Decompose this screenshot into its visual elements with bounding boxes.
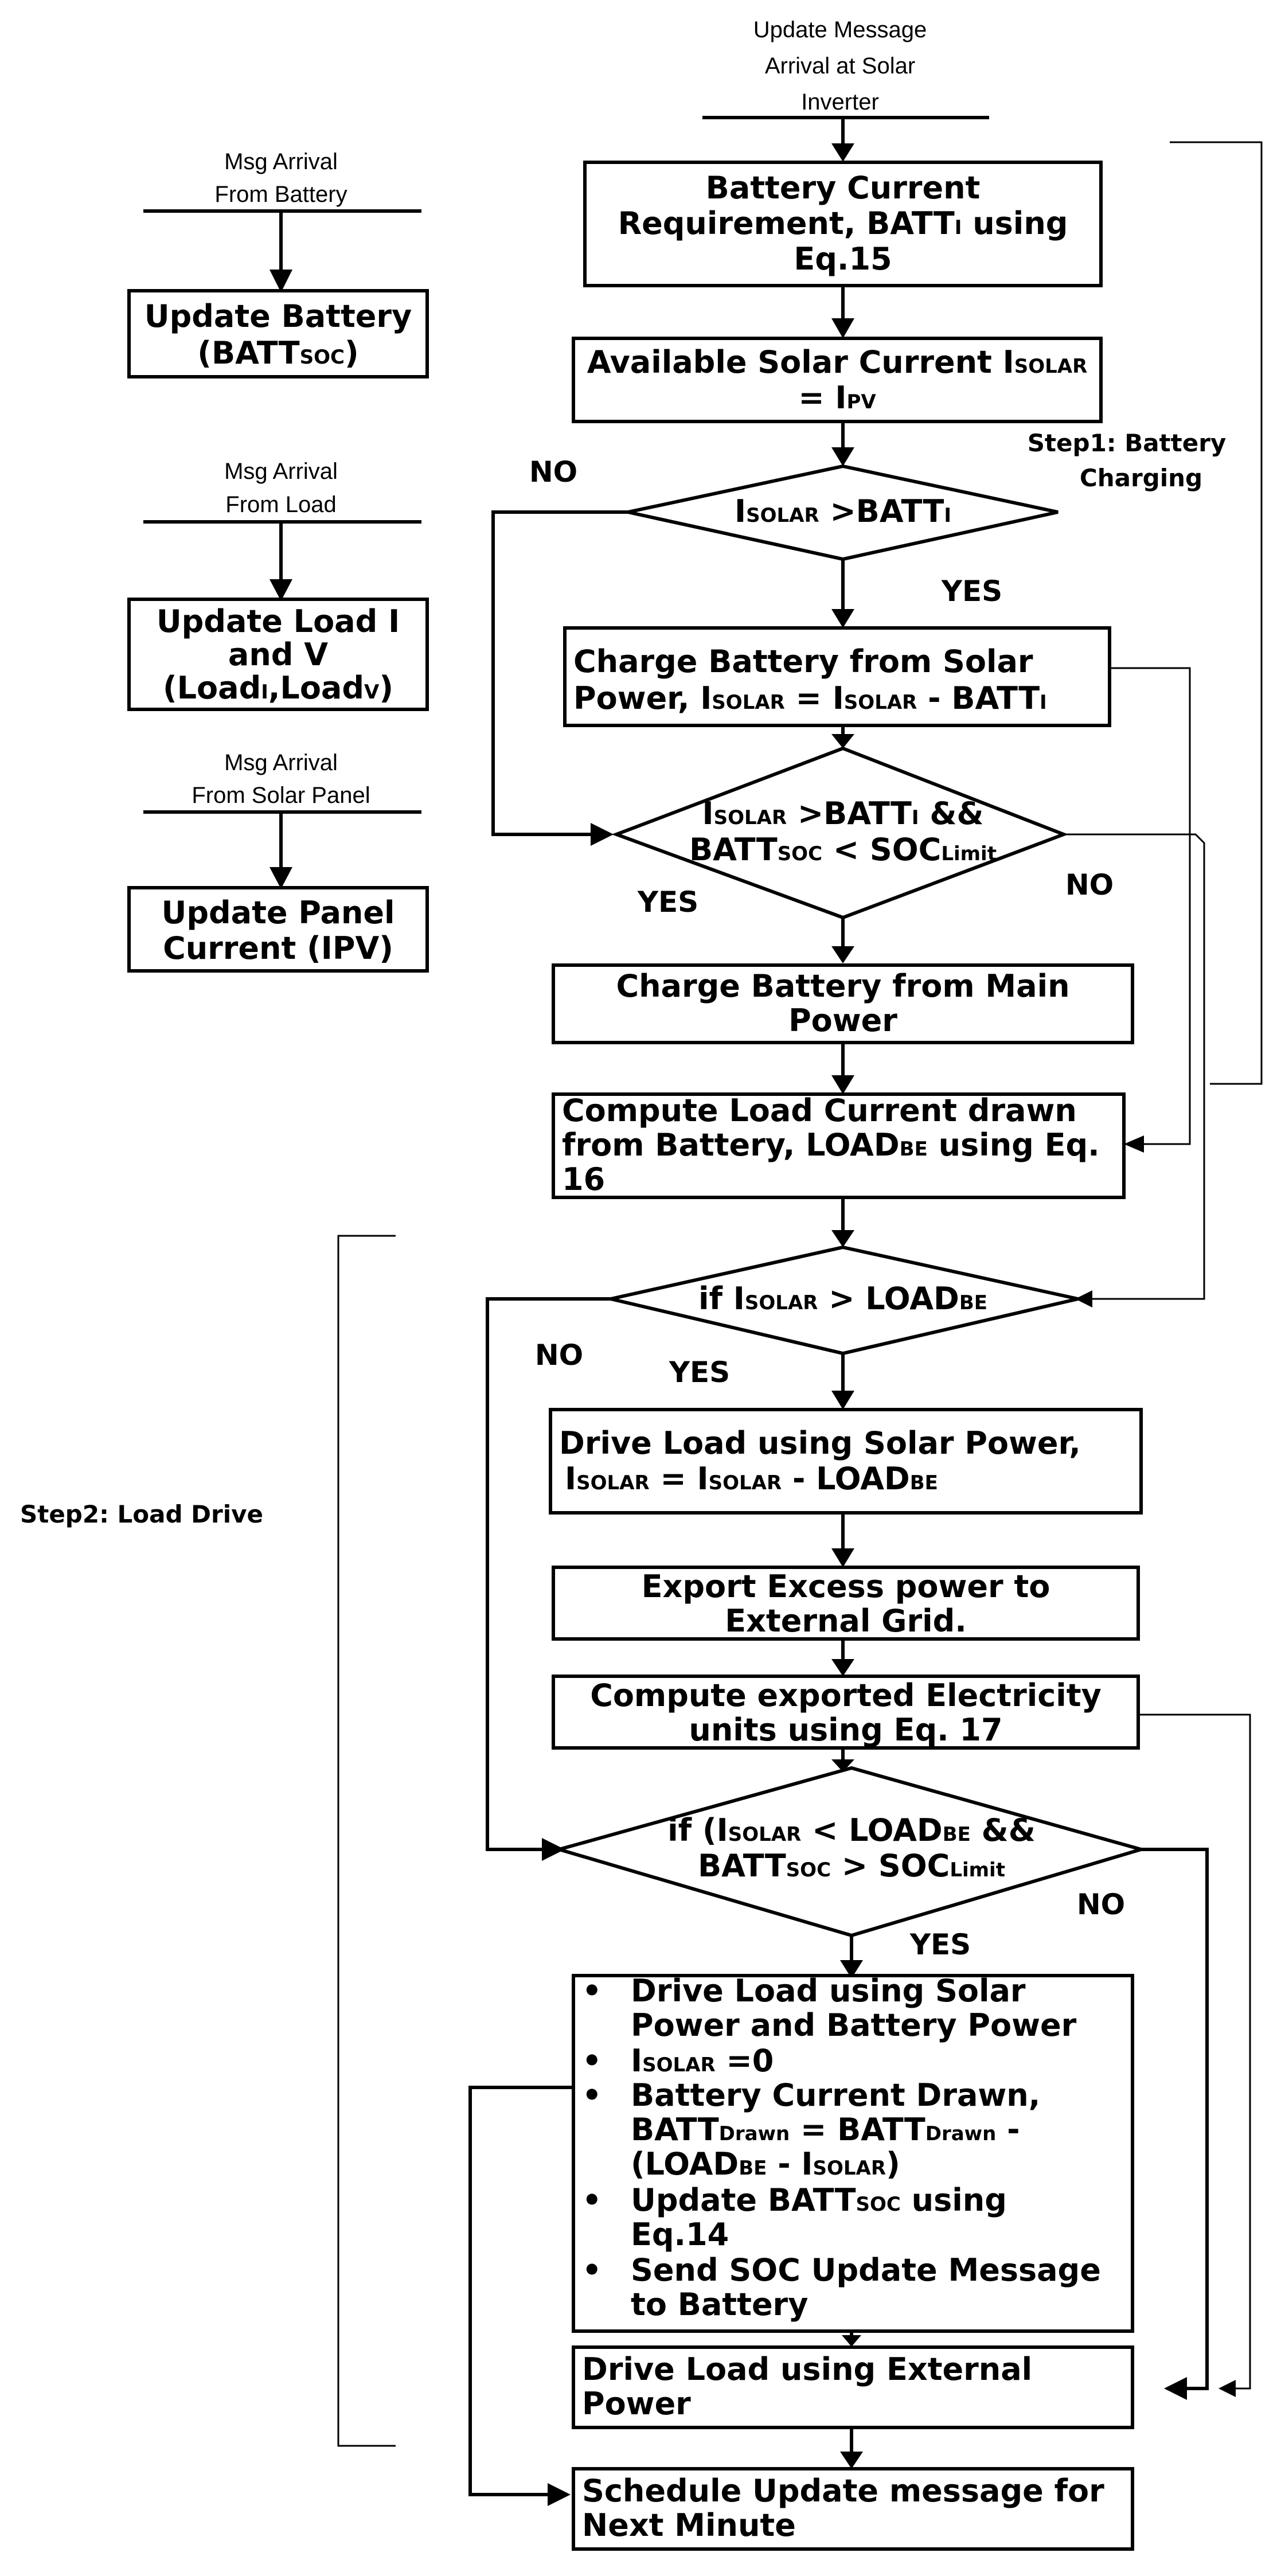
yes-label: YES — [669, 1356, 730, 1389]
decision-solar-gt-batt: ISOLAR >BATTI — [627, 464, 1059, 561]
step2-bracket — [337, 1235, 396, 2447]
yes-label: YES — [637, 885, 698, 919]
charge-battery-main-box: Charge Battery from Main Power — [552, 963, 1134, 1044]
svg-text:(BATTSOC): (BATTSOC) — [197, 335, 358, 371]
charge-battery-solar-box: Charge Battery from Solar Power, ISOLAR … — [563, 626, 1111, 727]
svg-text:= IPV: = IPV — [798, 380, 876, 416]
svg-text:ISOLAR >BATTI: ISOLAR >BATTI — [735, 493, 951, 529]
update-load-box: Update Load I and V (LoadI,LoadV) — [127, 598, 429, 711]
svg-text:(LOADBE - ISOLAR): (LOADBE - ISOLAR) — [631, 2146, 900, 2182]
decision-solar-gt-batt-and-soc: ISOLAR >BATTI && BATTSOC < SOCLimit — [611, 746, 1069, 920]
svg-text:Charge Battery from Main: Charge Battery from Main — [616, 968, 1069, 1004]
svg-text:BATTSOC < SOCLimit: BATTSOC < SOCLimit — [689, 832, 997, 868]
decision-solar-lt-load-and-soc: if (ISOLAR < LOADBE && BATTSOC > SOCLimi… — [553, 1766, 1147, 1938]
drive-load-external-box: Drive Load using External Power — [572, 2345, 1134, 2429]
svg-text:(LoadI,LoadV): (LoadI,LoadV) — [163, 670, 393, 706]
svg-text:Charge Battery from Solar: Charge Battery from Solar — [573, 643, 1033, 680]
svg-text:Compute Load Current drawn: Compute Load Current drawn — [562, 1092, 1077, 1129]
svg-text:•: • — [582, 1973, 602, 2009]
compute-load-current-box: Compute Load Current drawn from Battery,… — [552, 1092, 1126, 1199]
svg-text:Eq.14: Eq.14 — [631, 2216, 729, 2253]
svg-text:BATTSOC > SOCLimit: BATTSOC > SOCLimit — [698, 1848, 1005, 1884]
svg-text:Eq.15: Eq.15 — [794, 241, 892, 277]
svg-text:From Battery: From Battery — [214, 182, 347, 207]
svg-text:Power: Power — [788, 1002, 897, 1039]
svg-text:Power and Battery Power: Power and Battery Power — [631, 2007, 1077, 2043]
svg-text:From Load: From Load — [225, 492, 336, 517]
svg-text:Export Excess power to: Export Excess power to — [642, 1568, 1050, 1605]
available-solar-current-box: Available Solar Current ISOLAR = IPV — [572, 337, 1103, 423]
svg-text:Msg Arrival: Msg Arrival — [224, 459, 338, 484]
step1-label: Step1: Battery Charging — [1028, 429, 1227, 492]
no-label: NO — [529, 455, 577, 489]
svg-text:ISOLAR >BATTI &&: ISOLAR >BATTI && — [702, 795, 983, 832]
svg-text:Drive Load using Solar Power,: Drive Load using Solar Power, — [559, 1425, 1081, 1461]
drive-load-solar-battery-box: • Drive Load using Solar Power and Batte… — [572, 1973, 1134, 2333]
svg-text:Power: Power — [582, 2386, 691, 2422]
start-label: Update Message Arrival at Solar Inverter — [702, 17, 989, 119]
svg-text:16: 16 — [562, 1161, 605, 1197]
svg-text:Power, ISOLAR = ISOLAR - BATTI: Power, ISOLAR = ISOLAR - BATTI — [573, 680, 1047, 716]
svg-text:Drive Load using External: Drive Load using External — [582, 2351, 1032, 2387]
drive-load-solar-box: Drive Load using Solar Power, ISOLAR = I… — [549, 1408, 1143, 1515]
svg-text:Battery Current Drawn,: Battery Current Drawn, — [631, 2077, 1040, 2113]
step2-label: Step2: Load Drive — [20, 1500, 263, 1528]
no-label: NO — [1077, 1888, 1125, 1921]
svg-text:Inverter: Inverter — [801, 89, 879, 115]
svg-text:•: • — [582, 2182, 602, 2218]
svg-text:Update Panel: Update Panel — [162, 895, 395, 931]
decision-solar-gt-load: if ISOLAR > LOADBE — [610, 1245, 1079, 1356]
svg-text:Available Solar Current ISOLAR: Available Solar Current ISOLAR — [587, 344, 1088, 380]
svg-text:Step1: Battery: Step1: Battery — [1028, 429, 1227, 457]
svg-text:if ISOLAR > LOADBE: if ISOLAR > LOADBE — [698, 1281, 987, 1317]
svg-text:BATTDrawn = BATTDrawn -: BATTDrawn = BATTDrawn - — [631, 2111, 1020, 2148]
svg-text:From Solar Panel: From Solar Panel — [192, 783, 370, 808]
svg-text:Schedule Update message for: Schedule Update message for — [582, 2473, 1104, 2509]
svg-text:Requirement, BATTI using: Requirement, BATTI using — [618, 205, 1068, 241]
svg-text:Update BATTSOC using: Update BATTSOC using — [631, 2182, 1007, 2218]
no-label: NO — [1065, 868, 1114, 901]
no-label: NO — [535, 1338, 583, 1372]
msg-arrival-load: Msg Arrival From Load — [143, 459, 421, 524]
svg-text:ISOLAR = ISOLAR - LOADBE: ISOLAR = ISOLAR - LOADBE — [565, 1461, 938, 1497]
svg-text:Charging: Charging — [1080, 464, 1202, 492]
svg-text:Msg Arrival: Msg Arrival — [224, 149, 338, 174]
svg-text:Compute exported Electricity: Compute exported Electricity — [590, 1677, 1102, 1714]
svg-text:Arrival at Solar: Arrival at Solar — [765, 53, 915, 79]
svg-text:ISOLAR =0: ISOLAR =0 — [631, 2043, 774, 2079]
svg-text:Msg Arrival: Msg Arrival — [224, 750, 338, 775]
svg-text:to Battery: to Battery — [631, 2286, 808, 2323]
svg-text:Drive Load using Solar: Drive Load using Solar — [631, 1973, 1026, 2009]
svg-text:units using Eq. 17: units using Eq. 17 — [689, 1712, 1002, 1748]
svg-text:from Battery, LOADBE using Eq.: from Battery, LOADBE using Eq. — [562, 1127, 1100, 1163]
svg-text:Send SOC Update Message: Send SOC Update Message — [631, 2252, 1101, 2288]
svg-text:Current (IPV): Current (IPV) — [163, 930, 393, 966]
compute-exported-electricity-box: Compute exported Electricity units using… — [552, 1675, 1140, 1750]
svg-text:Update Load I: Update Load I — [157, 603, 400, 639]
svg-text:Battery Current: Battery Current — [706, 170, 981, 206]
svg-text:Update Battery: Update Battery — [144, 298, 412, 334]
update-panel-box: Update Panel Current (IPV) — [127, 886, 429, 973]
svg-text:Update Message: Update Message — [753, 17, 927, 42]
msg-arrival-solar-panel: Msg Arrival From Solar Panel — [143, 750, 421, 814]
svg-text:•: • — [582, 2077, 602, 2113]
svg-text:if (ISOLAR < LOADBE &&: if (ISOLAR < LOADBE && — [667, 1812, 1036, 1848]
battery-current-requirement-box: Battery Current Requirement, BATTI using… — [583, 161, 1103, 287]
export-excess-power-box: Export Excess power to External Grid. — [552, 1566, 1140, 1641]
svg-text:Next Minute: Next Minute — [582, 2507, 796, 2543]
msg-arrival-battery: Msg Arrival From Battery — [143, 149, 421, 213]
svg-text:•: • — [582, 2043, 602, 2079]
svg-text:and V: and V — [228, 637, 328, 673]
schedule-update-box: Schedule Update message for Next Minute — [572, 2467, 1134, 2551]
yes-label: YES — [909, 1928, 971, 1961]
yes-label: YES — [941, 575, 1002, 608]
svg-text:External Grid.: External Grid. — [725, 1603, 967, 1639]
step1-bracket — [1170, 141, 1263, 1085]
svg-text:•: • — [582, 2252, 602, 2288]
update-battery-box: Update Battery (BATTSOC) — [127, 289, 429, 378]
